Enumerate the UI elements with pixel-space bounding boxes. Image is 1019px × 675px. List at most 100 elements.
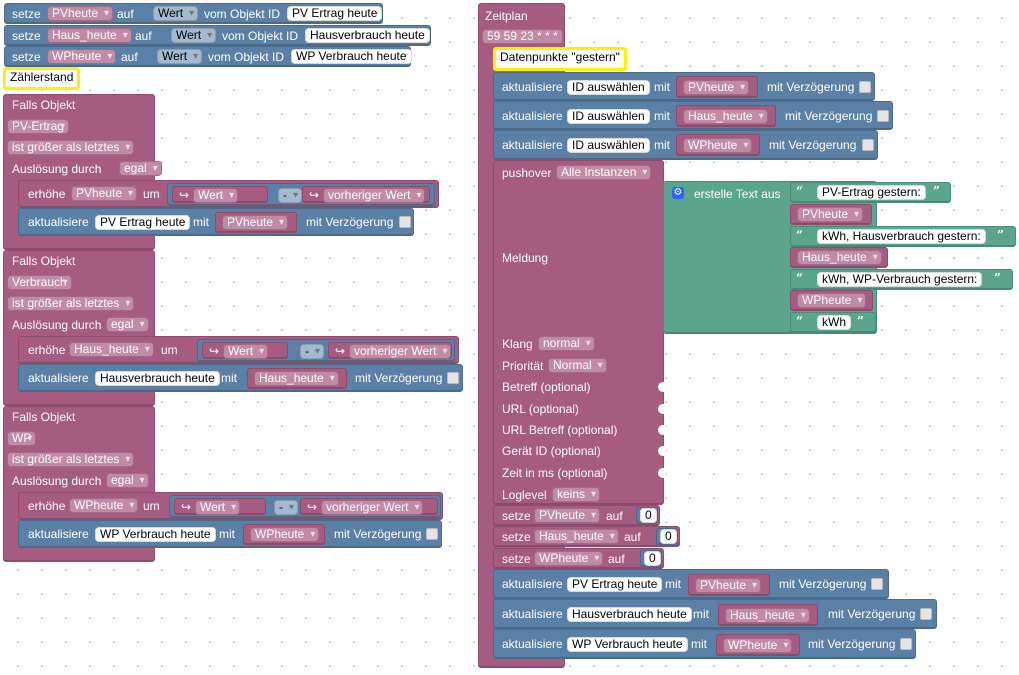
- number-field[interactable]: 0: [640, 508, 657, 523]
- delay-checkbox[interactable]: [399, 216, 411, 228]
- vorheriger-wert-dropdown[interactable]: vorheriger Wert: [323, 188, 426, 203]
- minus-dropdown[interactable]: -: [278, 188, 302, 203]
- var-haus-dropdown[interactable]: Haus_heute: [683, 109, 768, 124]
- number-field[interactable]: 0: [644, 551, 661, 566]
- compare-dropdown[interactable]: ist größer als letztes: [7, 140, 135, 155]
- wert-dropdown[interactable]: Wert: [157, 49, 203, 64]
- var-haus-dropdown[interactable]: Haus_heute: [725, 608, 810, 623]
- increment-pv-block[interactable]: erhöhe PVheute um ↪ Wert - ↪ vorheriger …: [18, 180, 439, 208]
- increment-wp-block[interactable]: erhöhe WPheute um ↪ Wert - ↪ vorheriger …: [18, 492, 443, 520]
- instances-dropdown[interactable]: Alle Instanzen: [556, 165, 652, 180]
- delay-checkbox[interactable]: [877, 110, 889, 122]
- delay-checkbox[interactable]: [426, 528, 438, 540]
- object-id-field[interactable]: PV Ertrag heute: [287, 6, 383, 21]
- var-get-block[interactable]: PVheute: [676, 76, 758, 98]
- wert-dropdown[interactable]: Wert: [153, 6, 199, 21]
- text-block-3[interactable]: “ kWh, WP-Verbrauch gestern: ”: [790, 269, 1013, 290]
- pushover-block[interactable]: pushover Alle Instanzen Meldung Klang no…: [493, 160, 666, 505]
- var-pv-dropdown[interactable]: PVheute: [534, 508, 601, 523]
- update-wp-block[interactable]: aktualisiere WP Verbrauch heute mit WPhe…: [18, 520, 442, 548]
- trigger-object-field[interactable]: WP: [7, 431, 37, 446]
- text-block-2[interactable]: “ kWh, Hausverbrauch gestern: ”: [790, 226, 1016, 247]
- compare-dropdown[interactable]: ist größer als letztes: [7, 296, 135, 311]
- object-id-field[interactable]: PV Ertrag heute: [567, 577, 663, 592]
- input-socket-betreff[interactable]: [658, 382, 666, 392]
- vorheriger-wert-dropdown[interactable]: vorheriger Wert: [349, 344, 452, 359]
- var-haus-dropdown[interactable]: Haus_heute: [797, 250, 882, 265]
- var-wp-dropdown[interactable]: WPheute: [47, 49, 117, 64]
- text-block-4[interactable]: “ kWh ”: [790, 312, 876, 333]
- wert-dropdown[interactable]: Wert: [171, 28, 217, 43]
- var-get-block[interactable]: PVheute: [688, 574, 770, 596]
- reset-pv-block[interactable]: setze PVheute auf 0: [493, 505, 660, 526]
- update-wp-heute-block[interactable]: aktualisiere WP Verbrauch heute mit WPhe…: [493, 629, 916, 659]
- set-wp-block[interactable]: setze WPheute auf Wert vom Objekt ID WP …: [4, 46, 412, 67]
- vorheriger-wert-dropdown[interactable]: vorheriger Wert: [321, 500, 424, 515]
- object-id-field[interactable]: Hausverbrauch heute: [305, 28, 430, 43]
- object-id-field[interactable]: PV Ertrag heute: [95, 215, 191, 230]
- set-pv-block[interactable]: setze PVheute auf Wert vom Objekt ID PV …: [4, 3, 383, 24]
- klang-dropdown[interactable]: normal: [538, 336, 595, 351]
- trigger-object-field[interactable]: Verbrauch: [7, 275, 72, 290]
- var-wp-dropdown[interactable]: WPheute: [797, 293, 867, 308]
- compare-dropdown[interactable]: ist größer als letztes: [7, 452, 135, 467]
- var-pv-dropdown[interactable]: PVheute: [797, 207, 864, 222]
- object-id-field[interactable]: WP Verbrauch heute: [95, 527, 216, 542]
- input-socket-zeit[interactable]: [658, 468, 666, 478]
- var-pv-dropdown[interactable]: PVheute: [683, 80, 750, 95]
- comment-zaehlerstand[interactable]: Zählerstand: [3, 67, 81, 90]
- trigger-value-block[interactable]: ↪ Wert: [174, 498, 266, 515]
- object-id-field[interactable]: WP Verbrauch heute: [567, 637, 688, 652]
- cron-field[interactable]: 59 59 23 * * *: [482, 29, 563, 44]
- var-pv-dropdown[interactable]: PVheute: [222, 215, 289, 230]
- var-wp-dropdown[interactable]: WPheute: [69, 498, 139, 513]
- egal-dropdown[interactable]: egal: [119, 161, 162, 176]
- var-pv-dropdown[interactable]: PVheute: [47, 6, 114, 21]
- update-pv-block[interactable]: aktualisiere PV Ertrag heute mit PVheute…: [18, 208, 414, 236]
- wert-dropdown[interactable]: Wert: [223, 344, 269, 359]
- var-get-block[interactable]: WPheute: [243, 524, 325, 545]
- var-haus-dropdown[interactable]: Haus_heute: [47, 28, 132, 43]
- number-block[interactable]: 0: [656, 528, 678, 545]
- update-id-pv-block[interactable]: aktualisiere ID auswählen mit PVheute mi…: [493, 72, 875, 101]
- comment-datenpunkte[interactable]: Datenpunkte "gestern": [493, 47, 627, 71]
- egal-dropdown[interactable]: egal: [106, 317, 149, 332]
- var-get-haus-block[interactable]: Haus_heute: [790, 247, 888, 268]
- input-socket-url-betreff[interactable]: [658, 425, 666, 435]
- var-get-block[interactable]: PVheute: [215, 212, 297, 233]
- update-haus-block[interactable]: aktualisiere Hausverbrauch heute mit Hau…: [18, 364, 463, 392]
- number-block[interactable]: 0: [636, 507, 658, 524]
- update-pv-heute-block[interactable]: aktualisiere PV Ertrag heute mit PVheute…: [493, 569, 889, 599]
- update-haus-heute-block[interactable]: aktualisiere Hausverbrauch heute mit Hau…: [493, 599, 937, 629]
- text-literal-3[interactable]: kWh, WP-Verbrauch gestern:: [817, 272, 983, 287]
- var-get-block[interactable]: WPheute: [716, 634, 800, 656]
- delay-checkbox[interactable]: [871, 578, 883, 590]
- var-get-block[interactable]: Haus_heute: [247, 368, 347, 389]
- trigger-oldvalue-block[interactable]: ↪ vorheriger Wert: [328, 342, 452, 359]
- trigger-oldvalue-block[interactable]: ↪ vorheriger Wert: [300, 498, 438, 515]
- text-literal-1[interactable]: PV-Ertrag gestern:: [817, 185, 926, 200]
- number-field[interactable]: 0: [660, 529, 677, 544]
- number-block[interactable]: 0: [640, 550, 662, 567]
- text-literal-4[interactable]: kWh: [817, 315, 851, 330]
- math-minus-block[interactable]: ↪ Wert - ↪ vorheriger Wert: [167, 183, 435, 206]
- var-wp-dropdown[interactable]: WPheute: [683, 138, 753, 153]
- object-id-field[interactable]: Hausverbrauch heute: [567, 607, 692, 622]
- id-select-field[interactable]: ID auswählen: [567, 138, 650, 153]
- var-get-block[interactable]: Haus_heute: [718, 604, 818, 626]
- trigger-object-field[interactable]: PV-Ertrag: [7, 119, 70, 134]
- delay-checkbox[interactable]: [920, 608, 932, 620]
- var-get-block[interactable]: Haus_heute: [676, 105, 776, 127]
- wert-dropdown[interactable]: Wert: [193, 188, 239, 203]
- var-wp-dropdown[interactable]: WPheute: [534, 551, 604, 566]
- object-id-field[interactable]: WP Verbrauch heute: [291, 49, 412, 64]
- input-socket-url[interactable]: [658, 404, 666, 414]
- id-select-field[interactable]: ID auswählen: [567, 80, 650, 95]
- var-haus-dropdown[interactable]: Haus_heute: [254, 371, 339, 386]
- input-socket-geraet[interactable]: [658, 446, 666, 456]
- var-wp-dropdown[interactable]: WPheute: [250, 527, 320, 542]
- math-minus-block[interactable]: ↪ Wert - ↪ vorheriger Wert: [169, 495, 441, 518]
- set-haus-block[interactable]: setze Haus_heute auf Wert vom Objekt ID …: [4, 25, 431, 46]
- minus-dropdown[interactable]: -: [300, 344, 324, 359]
- reset-wp-block[interactable]: setze WPheute auf 0: [493, 548, 664, 569]
